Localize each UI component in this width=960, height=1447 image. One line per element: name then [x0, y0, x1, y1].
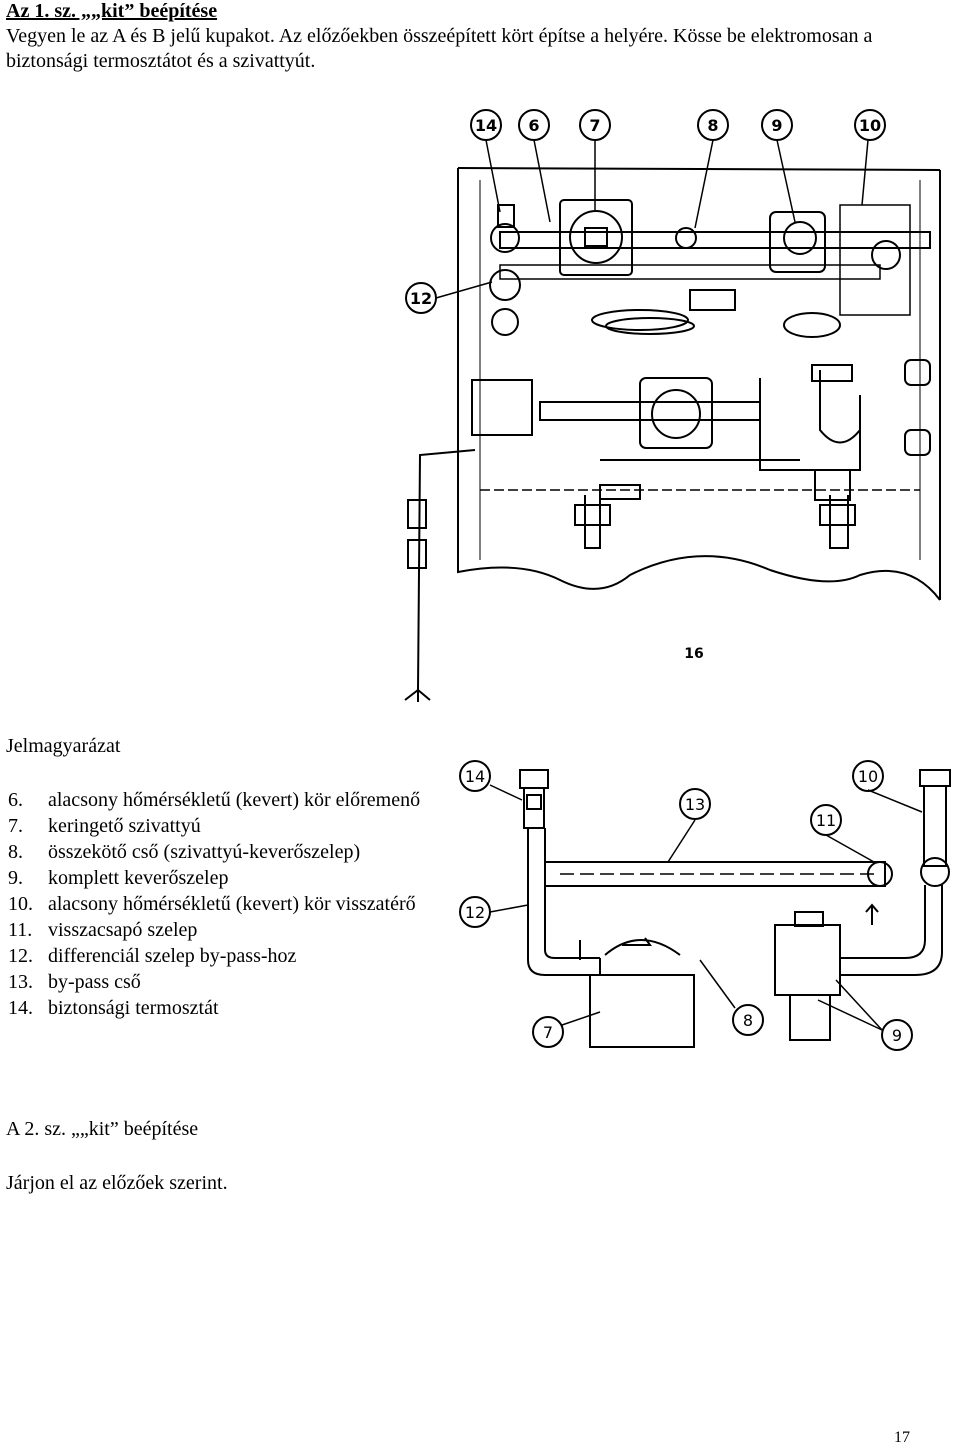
- pump-upper: [559, 199, 633, 276]
- legend-item: 12. differenciál szelep by-pass-hoz: [8, 943, 448, 969]
- instruction-text: Járjon el az előzőek szerint.: [6, 1172, 228, 1194]
- callout-9-top: [761, 109, 793, 141]
- callout-14-top: [470, 109, 502, 141]
- section-title: Az 1. sz. „„kit” beépítése: [6, 0, 218, 22]
- callout-13-bottom: [679, 788, 711, 820]
- legend-label: biztonsági termosztát: [48, 997, 219, 1019]
- callout-10-top: [854, 109, 886, 141]
- legend-number: 14.: [8, 997, 33, 1019]
- legend-item: 8. összekötő cső (szivattyú-keverőszelep): [8, 839, 448, 865]
- pump-lower: [639, 377, 713, 449]
- legend-item: 7. keringető szivattyú: [8, 813, 448, 839]
- callout-label: 9: [892, 1026, 902, 1045]
- boiler-housing: [457, 168, 941, 601]
- legend-label: alacsony hőmérsékletű (kevert) kör előre…: [48, 789, 421, 811]
- legend-number: 8.: [8, 841, 23, 863]
- legend-number: 9.: [8, 867, 23, 889]
- legend-number: 6.: [8, 789, 23, 811]
- thermostat-box: [471, 379, 533, 436]
- legend-item: 14. biztonsági termosztát: [8, 995, 448, 1021]
- callout-label: 6: [528, 116, 539, 135]
- legend-item: 11. visszacsapó szelep: [8, 917, 448, 943]
- callout-10-bottom: [852, 760, 884, 792]
- section-subtitle: A 2. sz. „„kit” beépítése: [6, 1118, 199, 1140]
- legend-number: 12.: [8, 945, 33, 967]
- callout-label: 8: [743, 1011, 753, 1030]
- callout-label: 9: [771, 116, 782, 135]
- legend-list: 6. alacsony hőmérsékletű (kevert) kör elő…: [8, 787, 448, 1021]
- callout-8-bottom: [732, 1004, 764, 1036]
- mixing-valve: [774, 924, 841, 996]
- callout-label: 14: [465, 767, 485, 786]
- legend-item: 9. komplett keverőszelep: [8, 865, 448, 891]
- legend-label: differenciál szelep by-pass-hoz: [48, 945, 297, 967]
- bypass-pipe: [544, 861, 886, 887]
- figure-number: 16: [684, 646, 703, 662]
- callout-label: 11: [816, 811, 836, 830]
- legend-title: Jelmagyarázat: [6, 735, 121, 757]
- intro-paragraph: Vegyen le az A és B jelű kupakot. Az elő…: [6, 25, 873, 72]
- callout-8-top: [697, 109, 729, 141]
- callout-14-bottom: [459, 760, 491, 792]
- callout-label: 8: [707, 116, 718, 135]
- legend-label: összekötő cső (szivattyú-keverőszelep): [48, 841, 361, 863]
- callout-12-bottom: [459, 896, 491, 928]
- legend-number: 13.: [8, 971, 33, 993]
- callout-9-bottom: [881, 1019, 913, 1051]
- thermostat-head: [519, 769, 549, 789]
- legend-item: 13. by-pass cső: [8, 969, 448, 995]
- callout-11-bottom: [810, 804, 842, 836]
- legend-item: 6. alacsony hőmérsékletű (kevert) kör elő…: [8, 787, 448, 813]
- legend-label: visszacsapó szelep: [48, 919, 198, 941]
- manifold-pipe-upper: [499, 231, 931, 249]
- callout-label: 7: [589, 116, 600, 135]
- legend-number: 10.: [8, 893, 33, 915]
- callout-label: 12: [410, 289, 432, 308]
- callout-label: 13: [685, 795, 705, 814]
- callout-6-top: [518, 109, 550, 141]
- callout-7-bottom: [532, 1016, 564, 1048]
- legend-label: by-pass cső: [48, 971, 141, 993]
- legend-label: komplett keverőszelep: [48, 867, 229, 889]
- callout-12-top: [405, 282, 437, 314]
- legend-number: 11.: [8, 919, 33, 941]
- pump-bottom: [589, 974, 695, 1048]
- legend-number: 7.: [8, 815, 23, 837]
- callout-label: 10: [859, 116, 881, 135]
- callout-7-top: [579, 109, 611, 141]
- page-number: 17: [894, 1429, 910, 1446]
- legend-label: keringető szivattyú: [48, 815, 201, 837]
- callout-label: 12: [465, 903, 485, 922]
- legend-item: 10. alacsony hőmérsékletű (kevert) kör vi…: [8, 891, 448, 917]
- callout-label: 14: [475, 116, 497, 135]
- legend-label: alacsony hőmérsékletű (kevert) kör vissz…: [48, 893, 416, 915]
- callout-label: 10: [858, 767, 878, 786]
- callout-label: 7: [543, 1023, 553, 1042]
